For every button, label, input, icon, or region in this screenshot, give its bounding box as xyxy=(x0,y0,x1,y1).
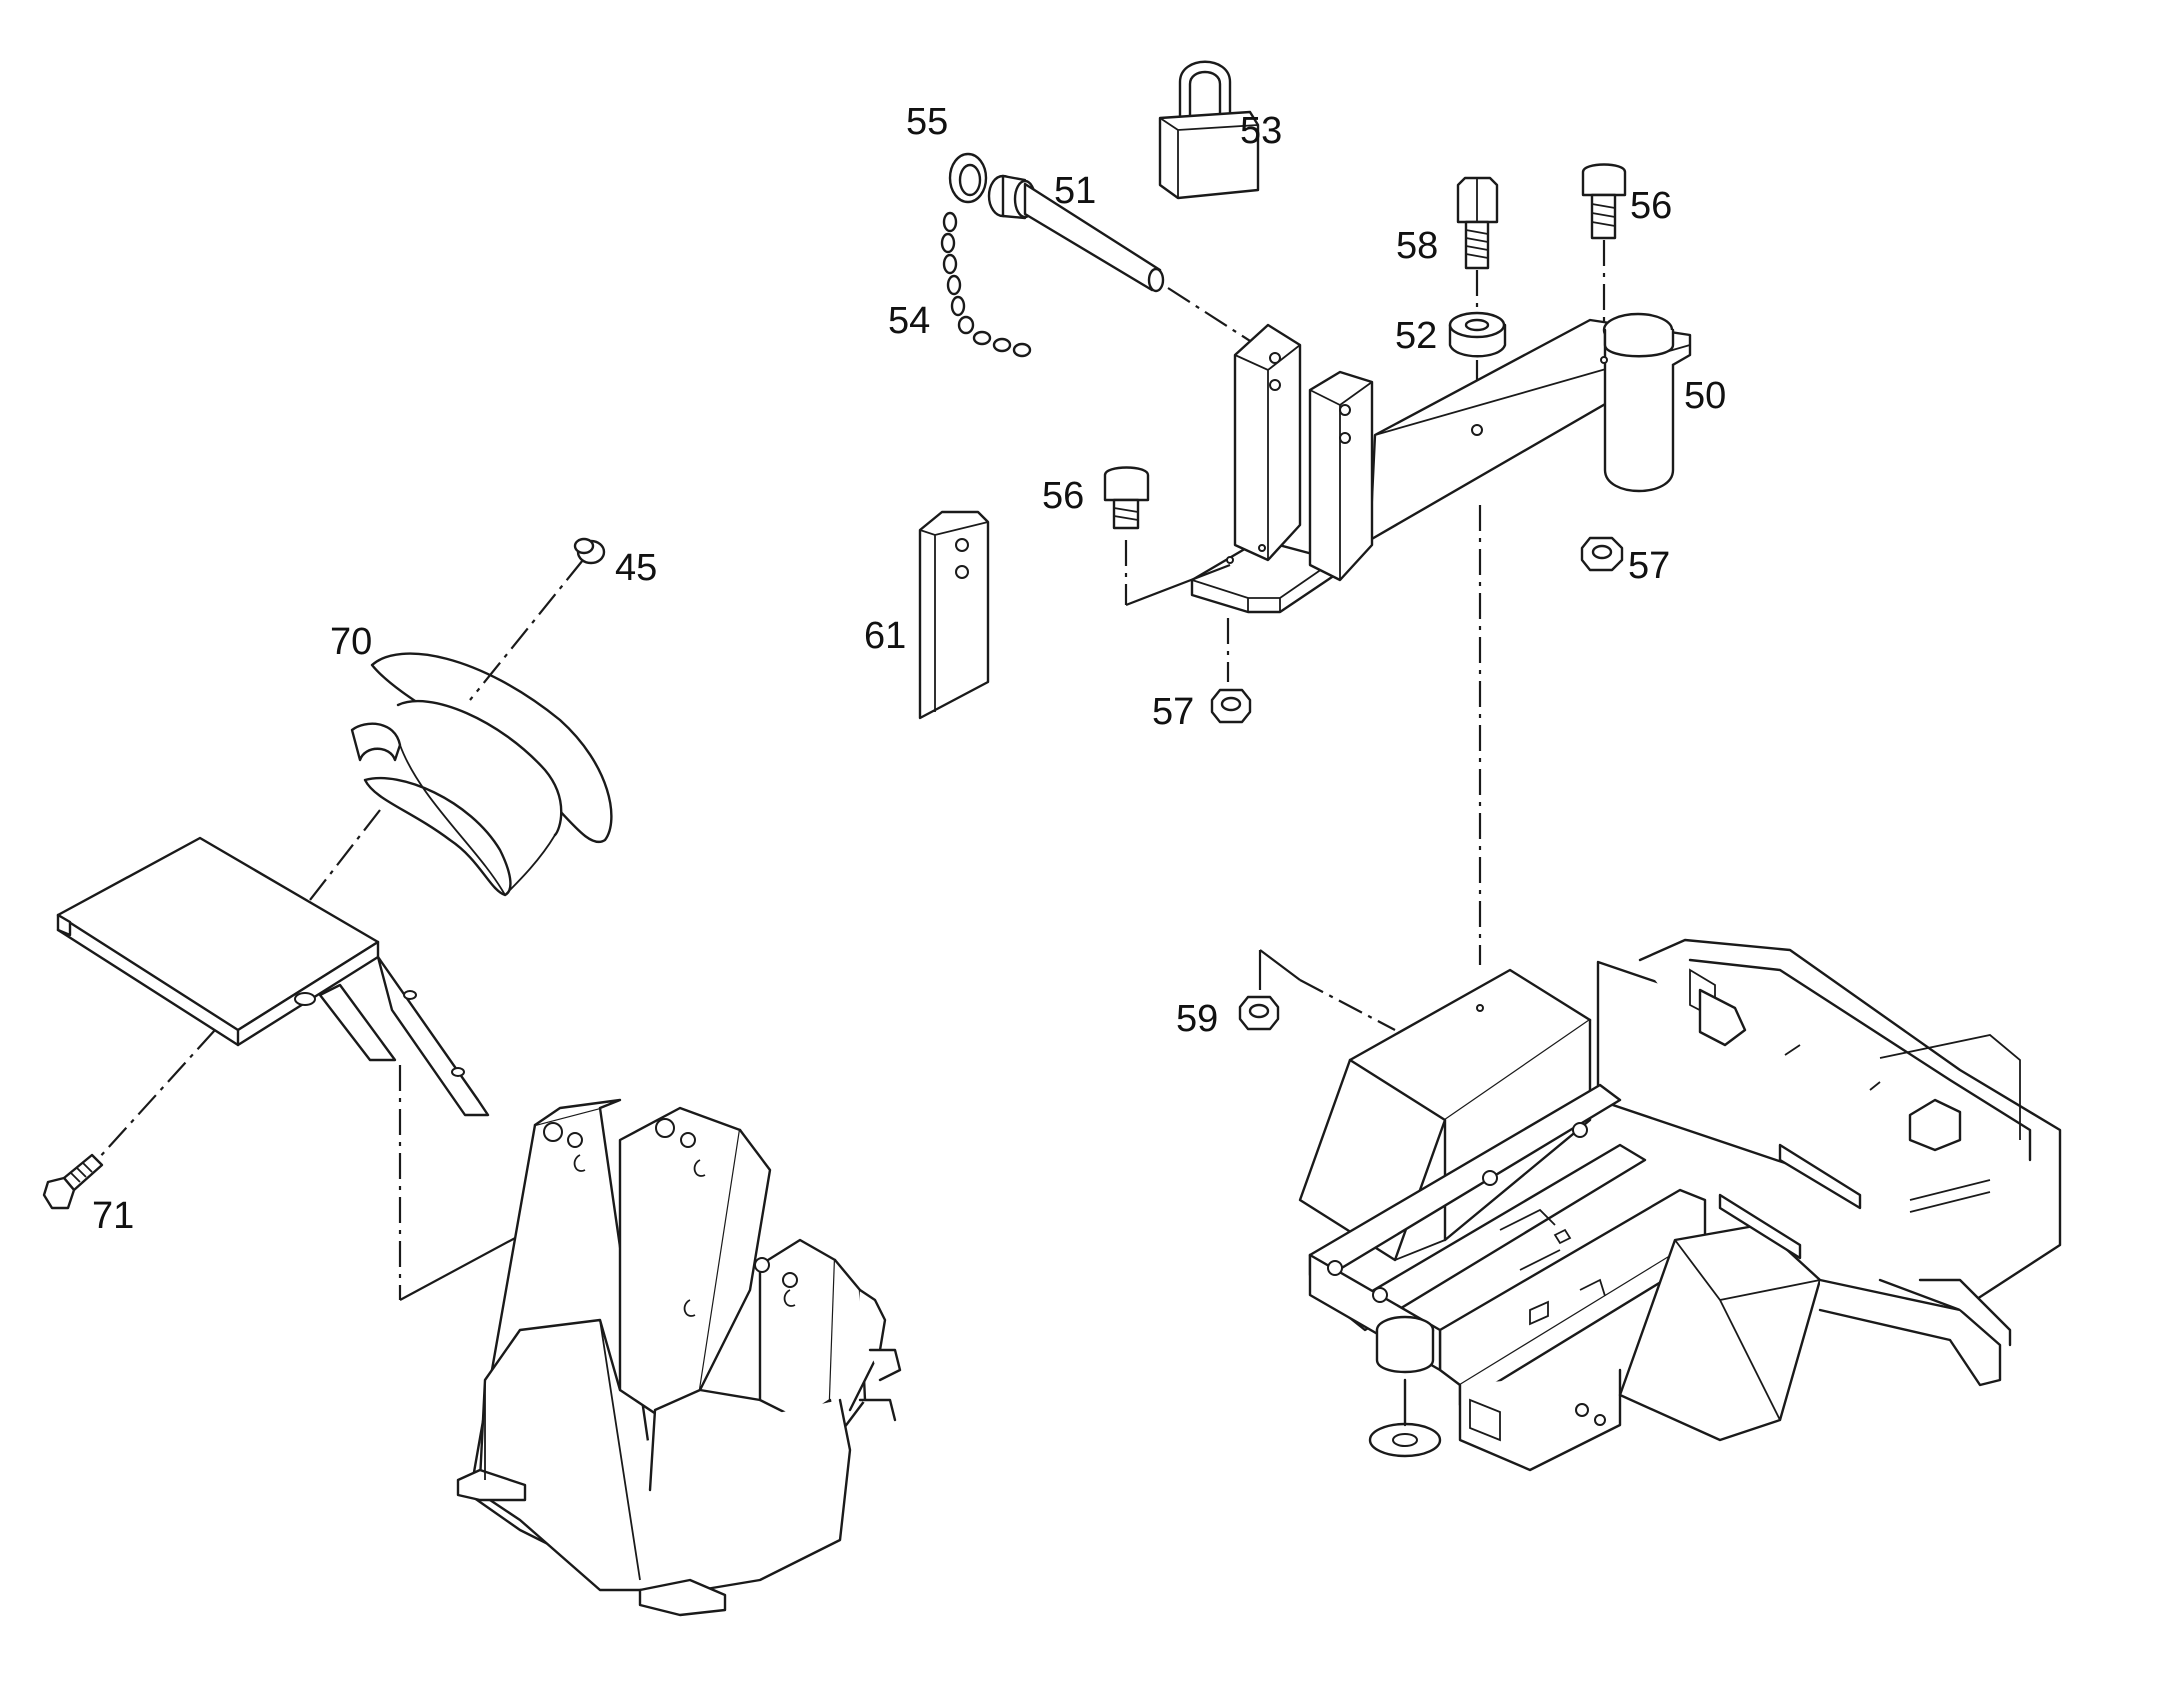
callout-58: 58 xyxy=(1396,225,1438,267)
assembly-axis-59 xyxy=(1299,979,1396,1031)
callout-52: 52 xyxy=(1395,315,1437,357)
part-55-ring xyxy=(948,152,988,204)
assembly-axis-71 xyxy=(87,1029,216,1171)
part-56-bolt-lower xyxy=(1103,466,1150,530)
part-56-bolt-upper xyxy=(1581,163,1627,240)
part-45-cap xyxy=(573,537,606,565)
part-58-bolt xyxy=(1456,176,1499,270)
assembly-leader-59 xyxy=(1258,949,1301,990)
assembly-axis-45-70 xyxy=(309,559,584,901)
callout-57-upper: 57 xyxy=(1628,545,1670,587)
callout-59: 59 xyxy=(1176,998,1218,1040)
crane-base xyxy=(456,1098,902,1617)
part-52-washer xyxy=(1448,311,1507,358)
callout-51: 51 xyxy=(1054,170,1096,212)
part-54-chain xyxy=(940,211,1032,358)
callout-53: 53 xyxy=(1240,110,1282,152)
callout-70: 70 xyxy=(330,621,372,663)
assembly-axis-pin xyxy=(1167,287,1296,371)
callout-61: 61 xyxy=(864,615,906,657)
part-51-pin xyxy=(987,174,1165,293)
callout-45: 45 xyxy=(615,547,657,589)
part-61-plate xyxy=(918,510,990,720)
platform-bracket xyxy=(56,836,490,1117)
part-70-funnel xyxy=(350,652,613,897)
callout-56-lower: 56 xyxy=(1042,475,1084,517)
callout-57-lower: 57 xyxy=(1152,691,1194,733)
assembly-leader-base xyxy=(399,1229,531,1301)
part-57-nut-right xyxy=(1580,536,1624,572)
callout-54: 54 xyxy=(888,300,930,342)
callout-55: 55 xyxy=(906,101,948,143)
callout-56-upper: 56 xyxy=(1630,185,1672,227)
assembly-leader-56-lower xyxy=(1125,563,1231,607)
chassis-frame xyxy=(1298,938,2062,1472)
part-71-bolt xyxy=(42,1153,104,1210)
part-50-boom-bracket xyxy=(1190,312,1692,614)
part-59-nut xyxy=(1238,995,1280,1031)
part-53-padlock xyxy=(1158,60,1260,200)
part-57-nut-lower xyxy=(1210,688,1252,724)
callout-50: 50 xyxy=(1684,375,1726,417)
callout-71: 71 xyxy=(92,1195,134,1237)
